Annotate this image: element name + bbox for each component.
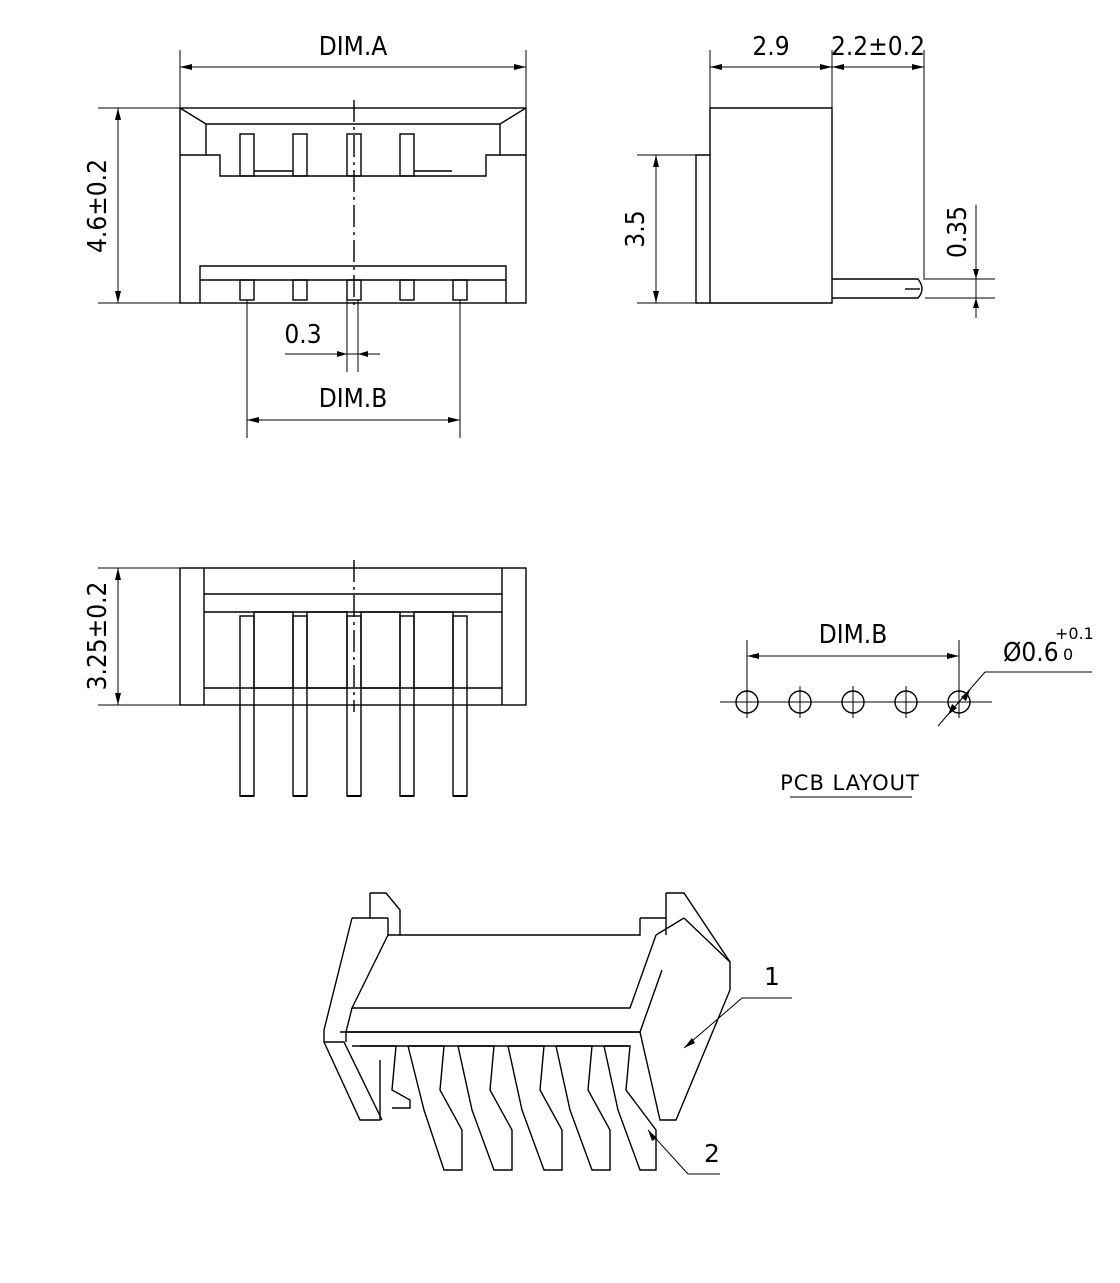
pcb-layout-title: PCB LAYOUT: [780, 771, 920, 795]
pin-thickness-label: 0.35: [943, 206, 973, 258]
hole-tolerance-lower: 0: [1063, 645, 1073, 664]
pcb-hole: [735, 686, 759, 718]
side-depth-label: 2.9: [752, 32, 789, 62]
pcb-hole: [894, 686, 918, 718]
hole-diameter-label: Ø0.6: [1003, 638, 1059, 668]
isometric-view: 1 2: [323, 892, 792, 1175]
pcb-dim-b-label: DIM.B: [819, 620, 888, 650]
pcb-layout: DIM.B Ø0.6 +0.1 0 PCB LAYOUT: [720, 620, 1094, 798]
terminal: [507, 1045, 563, 1171]
terminal: [360, 1045, 411, 1109]
pin-width-label: 0.3: [284, 320, 321, 350]
front-view: DIM.A 4.6±0.2 DIM.B 0.3: [83, 32, 527, 438]
hole-tolerance-upper: +0.1: [1055, 624, 1094, 643]
side-height-label: 3.5: [621, 210, 651, 247]
pin-projection-label: 2.2±0.2: [831, 32, 925, 62]
callout-terminal-label: 2: [704, 1139, 720, 1168]
bottom-view: 3.25±0.2: [83, 560, 527, 797]
terminal: [603, 1045, 657, 1171]
dim-b-label: DIM.B: [319, 384, 388, 414]
front-height-label: 4.6±0.2: [83, 159, 113, 253]
terminal: [555, 1045, 611, 1171]
pcb-hole: [788, 686, 812, 718]
bottom-height-label: 3.25±0.2: [83, 582, 113, 691]
terminal: [407, 1045, 463, 1171]
terminal: [457, 1045, 513, 1171]
side-view: 2.9 2.2±0.2 3.5 0.35: [621, 32, 995, 318]
dim-a-label: DIM.A: [319, 32, 388, 62]
callout-housing-label: 1: [764, 962, 780, 991]
pcb-hole: [841, 686, 865, 718]
